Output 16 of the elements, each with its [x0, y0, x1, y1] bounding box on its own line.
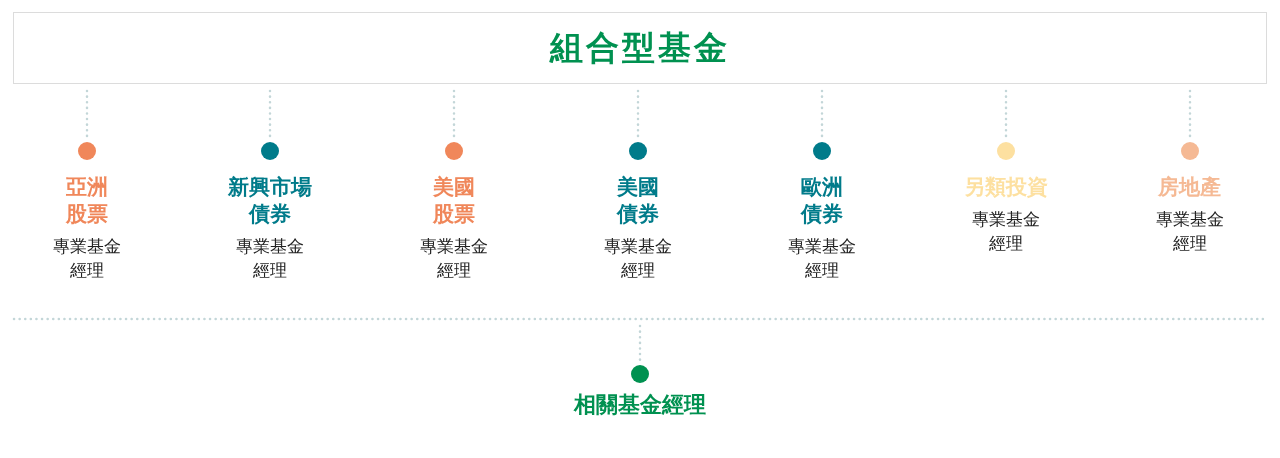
manager-label: 專業基金經理 — [419, 235, 489, 282]
category-heading: 另類投資 — [963, 174, 1049, 201]
manager-label: 專業基金經理 — [787, 235, 857, 282]
category-heading: 歐洲債券 — [799, 174, 844, 228]
category-heading: 美國債券 — [615, 174, 660, 228]
category-heading: 相關基金經理 — [572, 391, 707, 418]
category-heading: 美國股票 — [432, 174, 476, 228]
title-box: 組合型基金 — [13, 12, 1267, 84]
manager-label: 專業基金經理 — [603, 235, 673, 282]
manager-label: 專業基金經理 — [235, 235, 305, 282]
manager-label: 專業基金經理 — [52, 235, 122, 282]
category-heading: 亞洲股票 — [65, 174, 109, 228]
category-heading: 新興市場債券 — [227, 174, 313, 228]
manager-label: 專業基金經理 — [1155, 208, 1225, 255]
category-heading: 房地產 — [1157, 174, 1223, 201]
manager-label: 專業基金經理 — [971, 208, 1041, 255]
